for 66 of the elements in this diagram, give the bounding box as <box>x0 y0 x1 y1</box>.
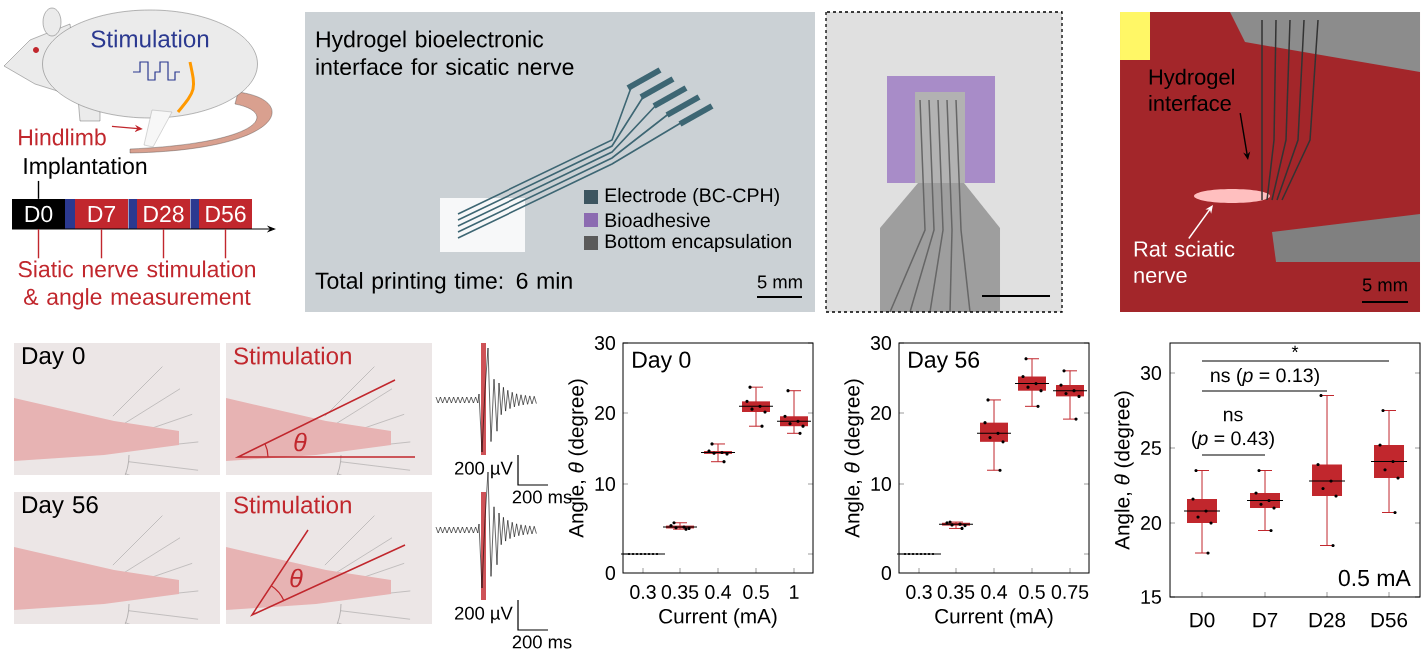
tick-label: 20 <box>871 406 892 420</box>
timeline-label: Implantation <box>24 157 147 179</box>
chart-title: Day 56 <box>909 351 980 373</box>
tick-label: 0 <box>605 566 616 580</box>
legend-label: Bottom encapsulation <box>605 233 791 253</box>
significance-label: ns (p = 0.13) <box>1211 367 1319 387</box>
scale-label: 5 mm <box>1362 278 1407 292</box>
chart-title: Day 0 <box>633 351 691 373</box>
timeline-box: D7 <box>75 199 128 229</box>
scale-label: 200 ms <box>512 635 572 649</box>
connector-line <box>162 228 165 259</box>
axis-title: Angle, θ (degree) <box>1114 391 1134 550</box>
connector-line <box>37 228 40 259</box>
timeline-box: D0 <box>12 199 65 229</box>
scale-label: 200 µV <box>455 461 513 479</box>
tick-label: 10 <box>871 477 892 491</box>
tick-label: 0.35 <box>937 585 975 599</box>
axis-title: Current (mA) <box>659 608 777 628</box>
surgery-photo <box>1120 12 1420 312</box>
limb-photo: Day 56 <box>14 492 220 624</box>
limb-photo: Day 0 <box>14 343 220 475</box>
tick-label: 0.4 <box>981 585 1008 599</box>
tick-label: 1 <box>790 585 799 599</box>
significance-label: * <box>1291 345 1299 353</box>
condition-label: 0.5 mA <box>1338 569 1411 587</box>
tick-label: 20 <box>595 406 616 420</box>
connector-line <box>37 180 40 200</box>
tick-label: 20 <box>1141 516 1162 530</box>
hindlimb-drawing <box>143 109 173 148</box>
arrow <box>1188 205 1213 240</box>
scale-label: 200 µV <box>455 606 513 624</box>
tick-label: 15 <box>1141 590 1161 604</box>
angle-symbol: θ <box>294 432 307 452</box>
timeline-note: Siatic nerve stimulation & angle measurement <box>18 260 255 310</box>
timeline-box: D56 <box>199 199 252 229</box>
tick-label: 0 <box>881 566 892 580</box>
tick-label: D28 <box>1309 612 1346 628</box>
tick-label: D0 <box>1190 612 1215 628</box>
tick-label: 0.35 <box>661 585 699 599</box>
tick-label: 0.5 <box>743 585 769 599</box>
connector-line <box>224 228 227 259</box>
tick-label: 25 <box>1141 441 1161 455</box>
hindlimb-label: Hindlimb <box>19 128 106 146</box>
axis-title: Angle, θ (degree) <box>844 379 864 538</box>
callout-text: Rat sciatic nerve <box>1134 240 1235 283</box>
scale-label: 5 mm <box>757 275 802 289</box>
tick-label: 0.5 <box>1019 585 1045 599</box>
legend-label: Electrode (BC-CPH) <box>605 187 779 207</box>
axis-title: Current (mA) <box>935 608 1053 628</box>
tick-label: 0.75 <box>1051 585 1089 599</box>
tick-label: 0.3 <box>630 585 656 599</box>
tick-label: 10 <box>595 477 616 491</box>
significance-label: (p = 0.43) <box>1192 430 1274 450</box>
connector-line <box>100 228 103 259</box>
angle-symbol: θ <box>290 568 303 588</box>
tick-label: 30 <box>594 336 616 350</box>
callout-text: Hydrogel interface <box>1149 68 1234 111</box>
tick-label: 0.4 <box>705 585 732 599</box>
tick-label: D7 <box>1253 612 1278 628</box>
tick-label: 30 <box>870 336 892 350</box>
tick-label: D56 <box>1371 612 1408 628</box>
timeline-box: D28 <box>137 199 190 229</box>
significance-label: ns <box>1224 410 1243 422</box>
tick-label: 30 <box>1140 366 1162 380</box>
legend-label: Bioadhesive <box>605 212 710 228</box>
tick-label: 0.3 <box>906 585 932 599</box>
